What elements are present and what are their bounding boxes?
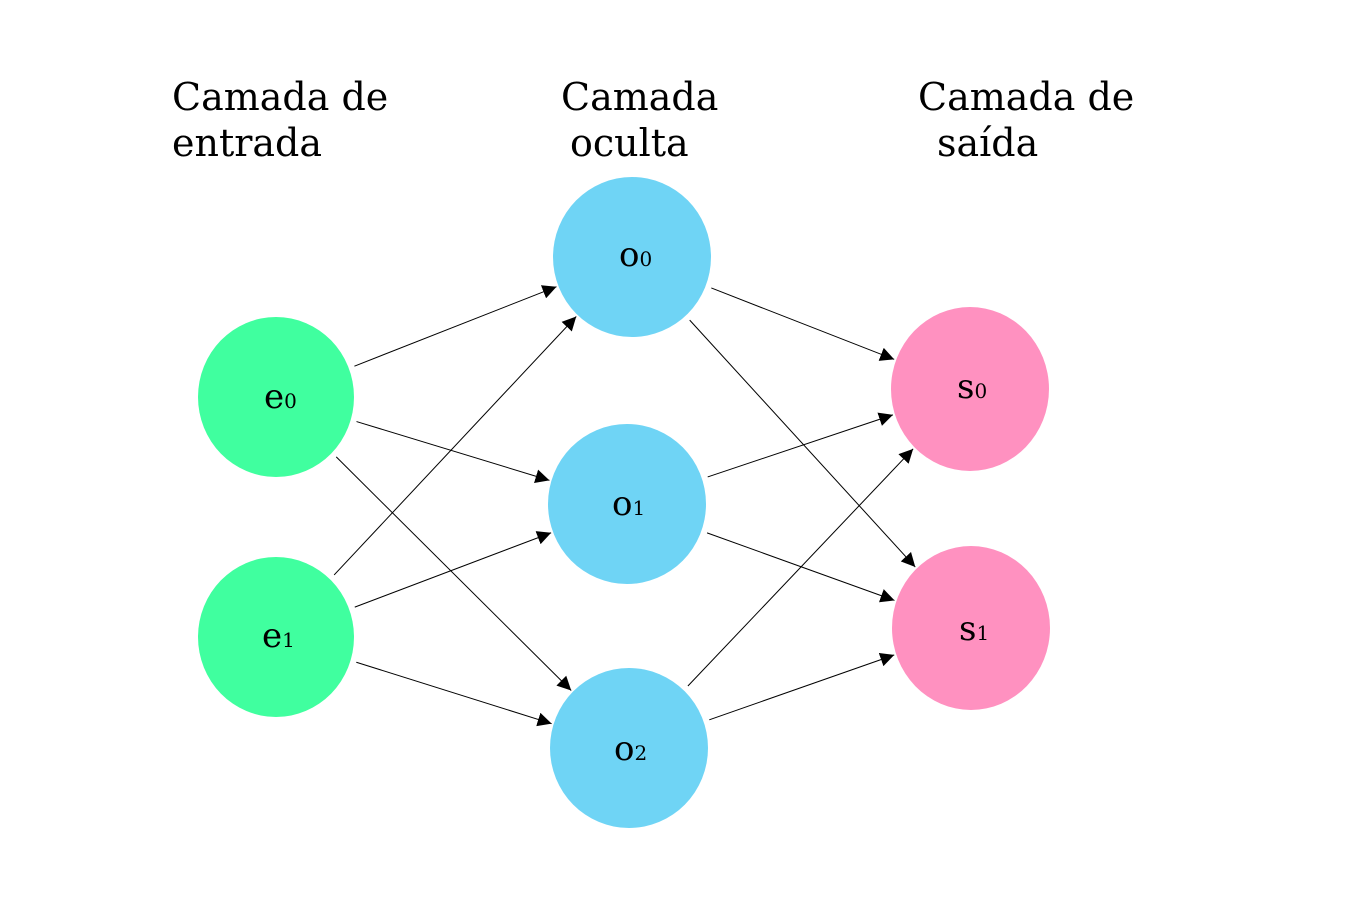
node-e0-label: e0	[264, 377, 297, 417]
connections	[333, 285, 916, 727]
arrow-o0-to-s1	[689, 319, 916, 568]
arrow-e1-to-o0	[333, 316, 577, 576]
node-e0-subscript: 0	[284, 389, 297, 413]
hidden-layer-title: Camada oculta	[561, 75, 731, 165]
node-o2-letter: o	[614, 729, 634, 769]
output-layer-title: Camada de saída	[918, 75, 1146, 165]
node-o2: o2	[550, 668, 708, 828]
node-e0: e0	[198, 317, 354, 477]
node-o0-circle	[553, 177, 711, 337]
node-s0: s0	[891, 307, 1049, 471]
node-o2-circle	[550, 668, 708, 828]
node-s0-label: s0	[957, 367, 987, 407]
node-s1-circle	[892, 546, 1050, 710]
node-o1-subscript: 1	[632, 496, 645, 520]
node-s0-letter: s	[957, 367, 974, 407]
arrow-o1-to-s0	[707, 412, 894, 478]
node-e0-circle	[198, 317, 354, 477]
node-s0-subscript: 0	[974, 379, 987, 403]
output-layer-title-line-1: Camada de	[918, 75, 1134, 119]
arrow-e1-to-o2	[356, 661, 552, 727]
node-e0-letter: e	[264, 377, 284, 417]
arrow-o2-to-s1	[709, 652, 895, 721]
arrow-e0-to-o2	[335, 456, 572, 691]
arrow-o2-to-s0	[687, 448, 914, 687]
arrow-e0-to-o1	[356, 421, 550, 483]
node-o2-label: o2	[614, 729, 647, 769]
hidden-layer-title-line-2: oculta	[570, 121, 689, 165]
node-s1-subscript: 1	[976, 621, 989, 645]
arrow-e1-to-o1	[354, 531, 552, 608]
node-s0-circle	[891, 307, 1049, 471]
node-o0-letter: o	[619, 235, 639, 275]
input-layer-title-line-1: Camada de	[172, 75, 388, 119]
node-e1-circle	[198, 557, 354, 717]
node-e1-label: e1	[262, 616, 295, 656]
hidden-layer-title-line-1: Camada	[561, 75, 718, 119]
node-s1-label: s1	[959, 609, 989, 649]
node-s1: s1	[892, 546, 1050, 710]
node-o0-subscript: 0	[639, 247, 652, 271]
node-e1-letter: e	[262, 616, 282, 656]
arrow-o0-to-s0	[711, 287, 895, 361]
arrow-e0-to-o0	[354, 285, 557, 367]
node-o1-letter: o	[612, 484, 632, 524]
node-e1: e1	[198, 557, 354, 717]
node-e1-subscript: 1	[282, 628, 295, 652]
node-o1-label: o1	[612, 484, 645, 524]
node-o2-subscript: 2	[634, 741, 647, 765]
node-o0-label: o0	[619, 235, 652, 275]
node-o1-circle	[548, 424, 706, 584]
node-s1-letter: s	[959, 609, 976, 649]
node-o0: o0	[553, 177, 711, 337]
output-layer-title-line-2: saída	[937, 121, 1038, 165]
node-o1: o1	[548, 424, 706, 584]
input-layer-title: Camada de entrada	[172, 75, 400, 165]
input-layer-title-line-2: entrada	[172, 121, 322, 165]
